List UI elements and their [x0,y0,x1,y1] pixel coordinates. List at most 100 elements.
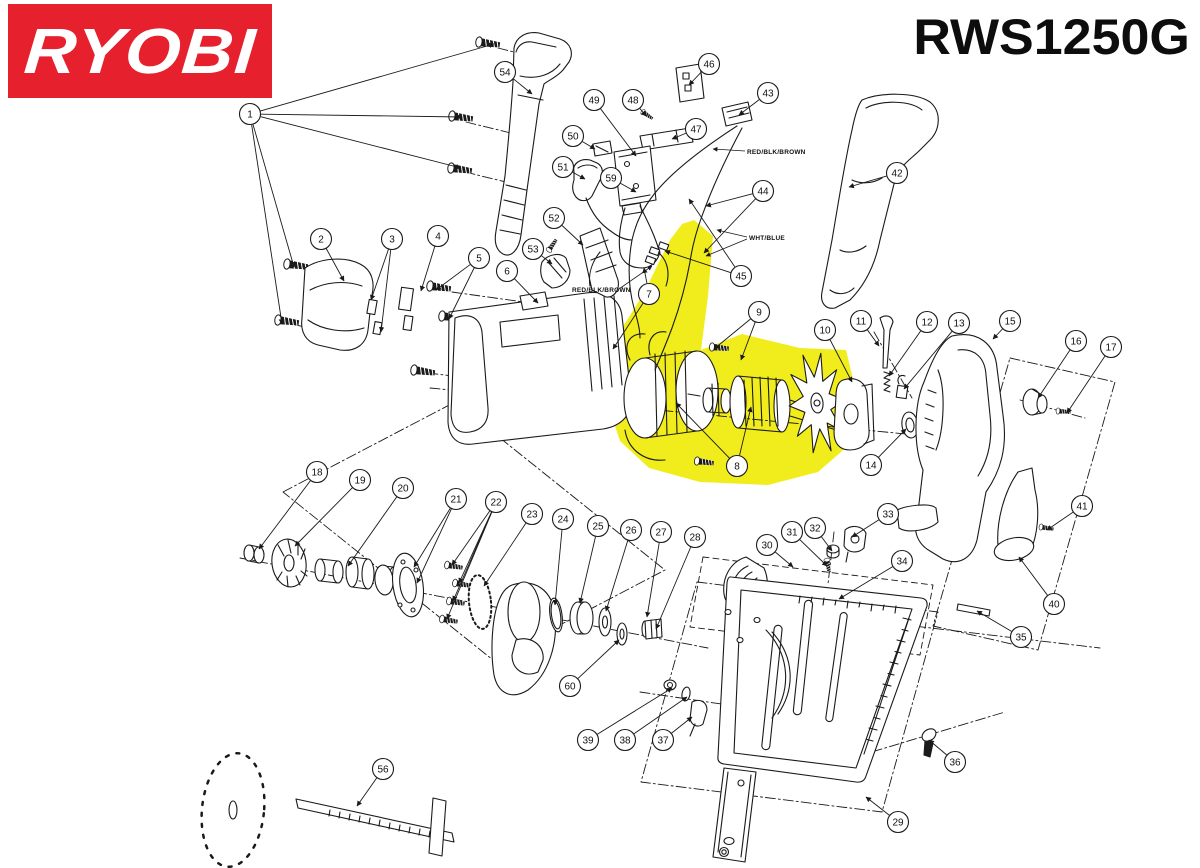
wire-label-2: WHT/BLUE [705,228,785,257]
svg-text:31: 31 [786,528,798,539]
svg-text:16: 16 [1070,337,1082,348]
svg-text:43: 43 [762,89,774,100]
svg-text:7: 7 [646,290,652,301]
svg-text:11: 11 [856,317,867,328]
svg-text:60: 60 [564,682,576,693]
svg-text:3: 3 [389,235,395,246]
svg-text:13: 13 [953,319,965,330]
svg-text:37: 37 [657,736,669,747]
part-fan [788,352,846,454]
callout-51: 51 [551,155,586,180]
callout-8: 8 [675,402,753,478]
part-saw-blade [200,751,266,868]
callout-19: 19 [294,468,372,547]
callout-41: 41 [1046,494,1094,531]
part-guard-lever-set [663,679,708,737]
callout-30: 30 [755,533,794,568]
callout-47: 47 [671,117,708,141]
part-switch-assembly [540,63,705,298]
svg-text:26: 26 [625,526,637,537]
model-title: RWS1250G [913,9,1190,65]
svg-text:22: 22 [490,498,502,509]
bevel-dashed-box [689,556,934,656]
callout-16: 16 [1037,329,1088,399]
svg-text:40: 40 [1048,600,1060,611]
callout-34: 34 [838,549,914,600]
callout-39: 39 [576,687,673,752]
callout-29: 29 [865,796,910,834]
callout-3: 3 [370,227,404,333]
callout-12: 12 [888,310,939,377]
svg-text:30: 30 [761,541,773,552]
part-dust-spout [993,467,1055,562]
svg-text:14: 14 [865,461,877,472]
svg-text:28: 28 [689,533,701,544]
part-bearing-block [833,315,919,451]
callout-38: 38 [613,696,688,752]
callout-18: 18 [258,460,329,550]
ryobi-logo: RYOBI [8,4,272,98]
svg-text:2: 2 [318,235,324,246]
callout-14: 14 [859,428,907,477]
svg-text:47: 47 [690,125,702,136]
svg-text:25: 25 [592,522,604,533]
callout-52: 52 [542,206,584,246]
highlight-region [607,220,857,485]
callout-6: 6 [495,259,539,304]
callout-9: 9 [713,300,771,361]
part-motor-housing [447,291,632,445]
callout-37: 37 [651,716,693,752]
svg-text:12: 12 [921,318,933,329]
callout-56: 56 [356,757,395,807]
svg-text:20: 20 [397,484,409,495]
svg-text:17: 17 [1105,343,1117,354]
svg-text:WHT/BLUE: WHT/BLUE [749,235,785,242]
callout-13: 13 [903,311,971,390]
wire-label-1: RED/BLK/BROWN [572,265,653,294]
svg-text:15: 15 [1004,317,1016,328]
svg-text:38: 38 [619,736,631,747]
callout-24: 24 [551,507,575,606]
svg-text:48: 48 [627,96,639,107]
svg-text:41: 41 [1076,502,1088,513]
callout-31: 31 [780,520,828,567]
wire-label-0: RED/BLK/BROWN [712,146,805,156]
callout-28: 28 [655,525,707,630]
svg-text:1: 1 [247,110,253,121]
callout-53: 53 [521,237,553,265]
svg-text:19: 19 [354,476,366,487]
svg-text:35: 35 [1015,633,1027,644]
callout-60: 60 [558,639,620,698]
callout-22: 22 [446,490,508,620]
callout-4: 4 [419,224,450,292]
callout-21: 21 [413,487,468,584]
part-gear-housing [896,334,1072,563]
callout-50: 50 [561,124,596,150]
callout-5: 5 [435,246,491,320]
svg-text:45: 45 [735,272,747,283]
callout-43: 43 [738,81,780,116]
callout-32: 32 [803,516,833,552]
callout-10: 10 [813,318,853,383]
svg-text:54: 54 [499,68,511,79]
svg-text:27: 27 [655,528,667,539]
callout-27: 27 [645,520,673,618]
callout-42: 42 [848,161,909,189]
svg-text:9: 9 [756,308,762,319]
callout-44: 44 [703,179,775,254]
callout-23: 23 [483,502,544,587]
callout-15: 15 [992,309,1022,340]
callout-7: 7 [612,267,661,350]
callout-59: 59 [599,166,637,193]
part-rear-handle-half [721,93,939,309]
callout-45: 45 [664,198,753,288]
callout-25: 25 [578,514,610,604]
svg-text:59: 59 [605,174,617,185]
svg-text:10: 10 [819,326,831,337]
svg-text:4: 4 [435,232,441,243]
svg-text:53: 53 [527,245,539,256]
svg-text:44: 44 [757,187,769,198]
callout-49: 49 [582,88,637,157]
svg-text:49: 49 [588,96,600,107]
